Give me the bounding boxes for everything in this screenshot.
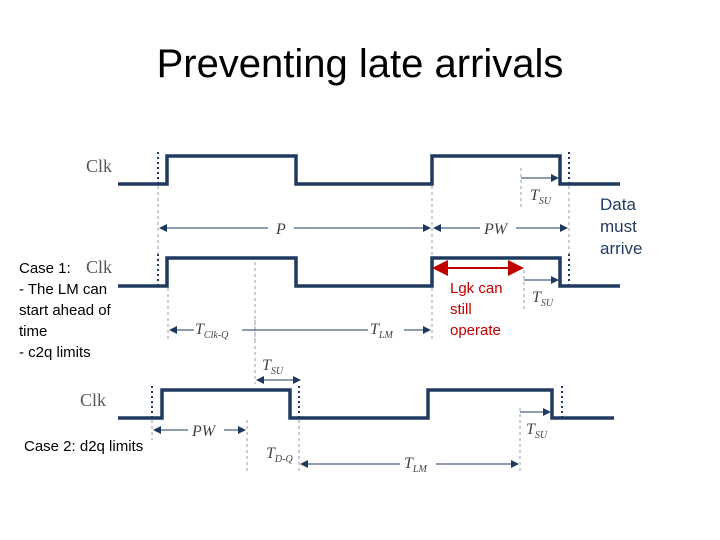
case1-note: Case 1: - The LM can start ahead of time… [19, 260, 111, 361]
svg-text:TLM: TLM [404, 455, 427, 475]
p-label: P [275, 221, 286, 238]
pw-label-case2: PW [191, 423, 217, 440]
pulse-width-dimension-case2: PW [153, 420, 246, 440]
svg-text:TSU: TSU [262, 357, 284, 377]
svg-text:TD-Q: TD-Q [266, 445, 293, 465]
clock-waveform-top [118, 152, 620, 186]
svg-text:TSU: TSU [532, 289, 554, 309]
tdq-tlm-dimension: TD-Q TLM [266, 445, 519, 476]
case2-note: Case 2: d2q limits [24, 438, 144, 455]
tsu-dimension-case2: TSU [520, 408, 551, 441]
svg-text:TSU: TSU [526, 421, 548, 441]
svg-text:TLM: TLM [370, 321, 393, 341]
pw-label-top: PW [483, 221, 509, 238]
tsu-dimension-case1: TSU [523, 270, 559, 312]
tsu-dimension-middle: TSU [256, 357, 301, 384]
clock-waveform-case1 [118, 254, 620, 288]
data-must-arrive-note: Data must arrive [600, 195, 643, 258]
clk-label-case1: Clk [86, 257, 112, 277]
clock-waveform-case2 [118, 386, 614, 420]
svg-text:TClk-Q: TClk-Q [195, 321, 229, 341]
period-dimension: P [159, 218, 431, 238]
slide-title: Preventing late arrivals [156, 42, 564, 86]
clk-label-top: Clk [86, 156, 112, 176]
tclkq-tlm-dimension: TClk-Q TLM [169, 318, 431, 342]
pulse-width-dimension-top: PW [433, 218, 568, 238]
clk-label-case2: Clk [80, 390, 106, 410]
svg-text:TSU: TSU [530, 187, 552, 207]
lgk-note: Lgk can still operate [450, 280, 503, 339]
tsu-dimension-top: TSU [520, 168, 559, 210]
